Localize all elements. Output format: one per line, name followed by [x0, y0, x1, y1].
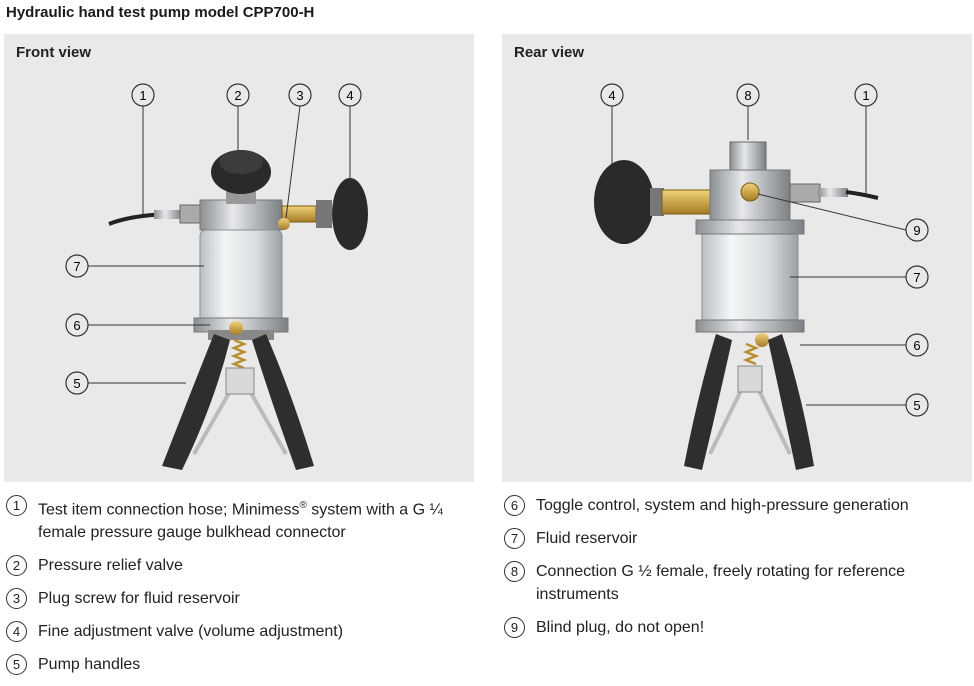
legend-item: 2 Pressure relief valve: [4, 554, 484, 577]
legend-left: 1 Test item connection hose; Minimess® s…: [4, 494, 484, 686]
right-pump-handle: [768, 334, 814, 470]
toggle-control: [755, 333, 769, 347]
svg-text:4: 4: [346, 88, 353, 103]
svg-text:5: 5: [913, 398, 920, 413]
legend-number: 9: [504, 617, 525, 638]
svg-text:6: 6: [913, 338, 920, 353]
brass-fitting: [661, 189, 713, 215]
legend-item: 3 Plug screw for fluid reservoir: [4, 587, 484, 610]
hose-fitting: [154, 210, 182, 219]
rear-callout-lines: [611, 106, 907, 406]
legend-number: 7: [504, 528, 525, 549]
legend-number: 6: [504, 495, 525, 516]
legend-item: 9 Blind plug, do not open!: [502, 616, 972, 639]
svg-text:8: 8: [744, 88, 751, 103]
fluid-reservoir: [701, 229, 799, 325]
legend-item: 4 Fine adjustment valve (volume adjustme…: [4, 620, 484, 643]
svg-text:3: 3: [296, 88, 303, 103]
svg-text:7: 7: [913, 270, 920, 285]
svg-text:7: 7: [73, 259, 80, 274]
rear-view-label: Rear view: [514, 44, 585, 61]
legend-item: 6 Toggle control, system and high-pressu…: [502, 494, 972, 517]
front-callout-lines: [88, 105, 351, 384]
blind-plug: [740, 182, 760, 202]
rear-callouts: 4 8 1 9 7 6 5: [600, 83, 929, 417]
plug-screw: [278, 218, 290, 230]
svg-text:5: 5: [73, 376, 80, 391]
legend-number: 8: [504, 561, 525, 582]
right-pump-handle: [252, 334, 314, 470]
hose-nut: [179, 204, 203, 224]
legend-item: 5 Pump handles: [4, 653, 484, 676]
left-pump-handle: [162, 334, 230, 470]
front-pump-illustration: 1 2 3 4 7 6 5: [65, 83, 368, 470]
fine-adjustment-knob: [332, 178, 368, 250]
svg-text:9: 9: [913, 223, 920, 238]
left-pump-handle: [684, 334, 732, 470]
legend-number: 4: [6, 621, 27, 643]
legend-item: 1 Test item connection hose; Minimess® s…: [4, 494, 484, 544]
legend-number: 5: [6, 654, 27, 676]
rear-view-panel: Rear view: [502, 34, 972, 482]
reference-connection: [729, 141, 767, 171]
svg-text:1: 1: [862, 88, 869, 103]
page-title: Hydraulic hand test pump model CPP700-H: [6, 4, 315, 21]
front-callouts: 1 2 3 4 7 6 5: [65, 83, 362, 395]
legend-number: 3: [6, 588, 27, 610]
svg-text:4: 4: [608, 88, 615, 103]
connection-hose: [845, 190, 879, 200]
svg-text:2: 2: [234, 88, 241, 103]
spring: [742, 342, 760, 366]
toggle-control: [229, 321, 243, 335]
valve-block: [199, 199, 283, 231]
legend-item: 7 Fluid reservoir: [502, 527, 972, 550]
legend-right: 6 Toggle control, system and high-pressu…: [502, 494, 972, 649]
rear-pump-illustration: 4 8 1 9 7 6 5: [594, 83, 929, 470]
svg-text:6: 6: [73, 318, 80, 333]
front-view-label: Front view: [16, 44, 92, 61]
legend-number: 1: [6, 495, 27, 516]
svg-text:1: 1: [139, 88, 146, 103]
legend-item: 8 Connection G ½ female, freely rotating…: [502, 560, 972, 606]
spring: [230, 338, 248, 370]
fine-adjustment-knob: [594, 160, 654, 244]
legend-number: 2: [6, 555, 27, 577]
front-view-panel: Front view: [4, 34, 474, 482]
fluid-reservoir: [199, 229, 283, 327]
